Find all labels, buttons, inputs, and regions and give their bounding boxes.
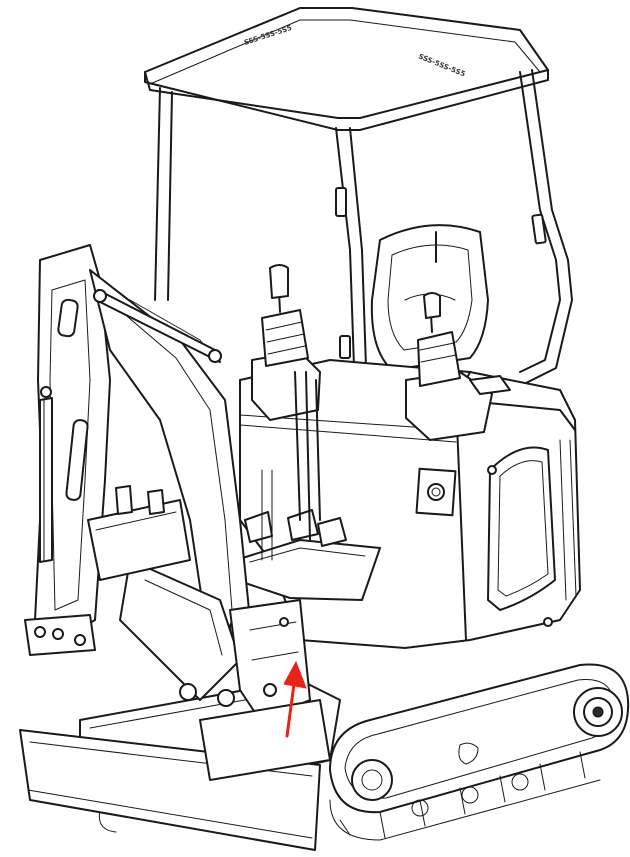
canopy-roof: SSS-5SS-5S5 SSS-5SS-5S5 [144, 7, 549, 131]
left-control-console [251, 264, 321, 541]
boom-arm [24, 244, 311, 721]
dozer-blade [19, 699, 331, 851]
right-control-console [405, 292, 511, 441]
indicator-arrow [283, 660, 307, 738]
